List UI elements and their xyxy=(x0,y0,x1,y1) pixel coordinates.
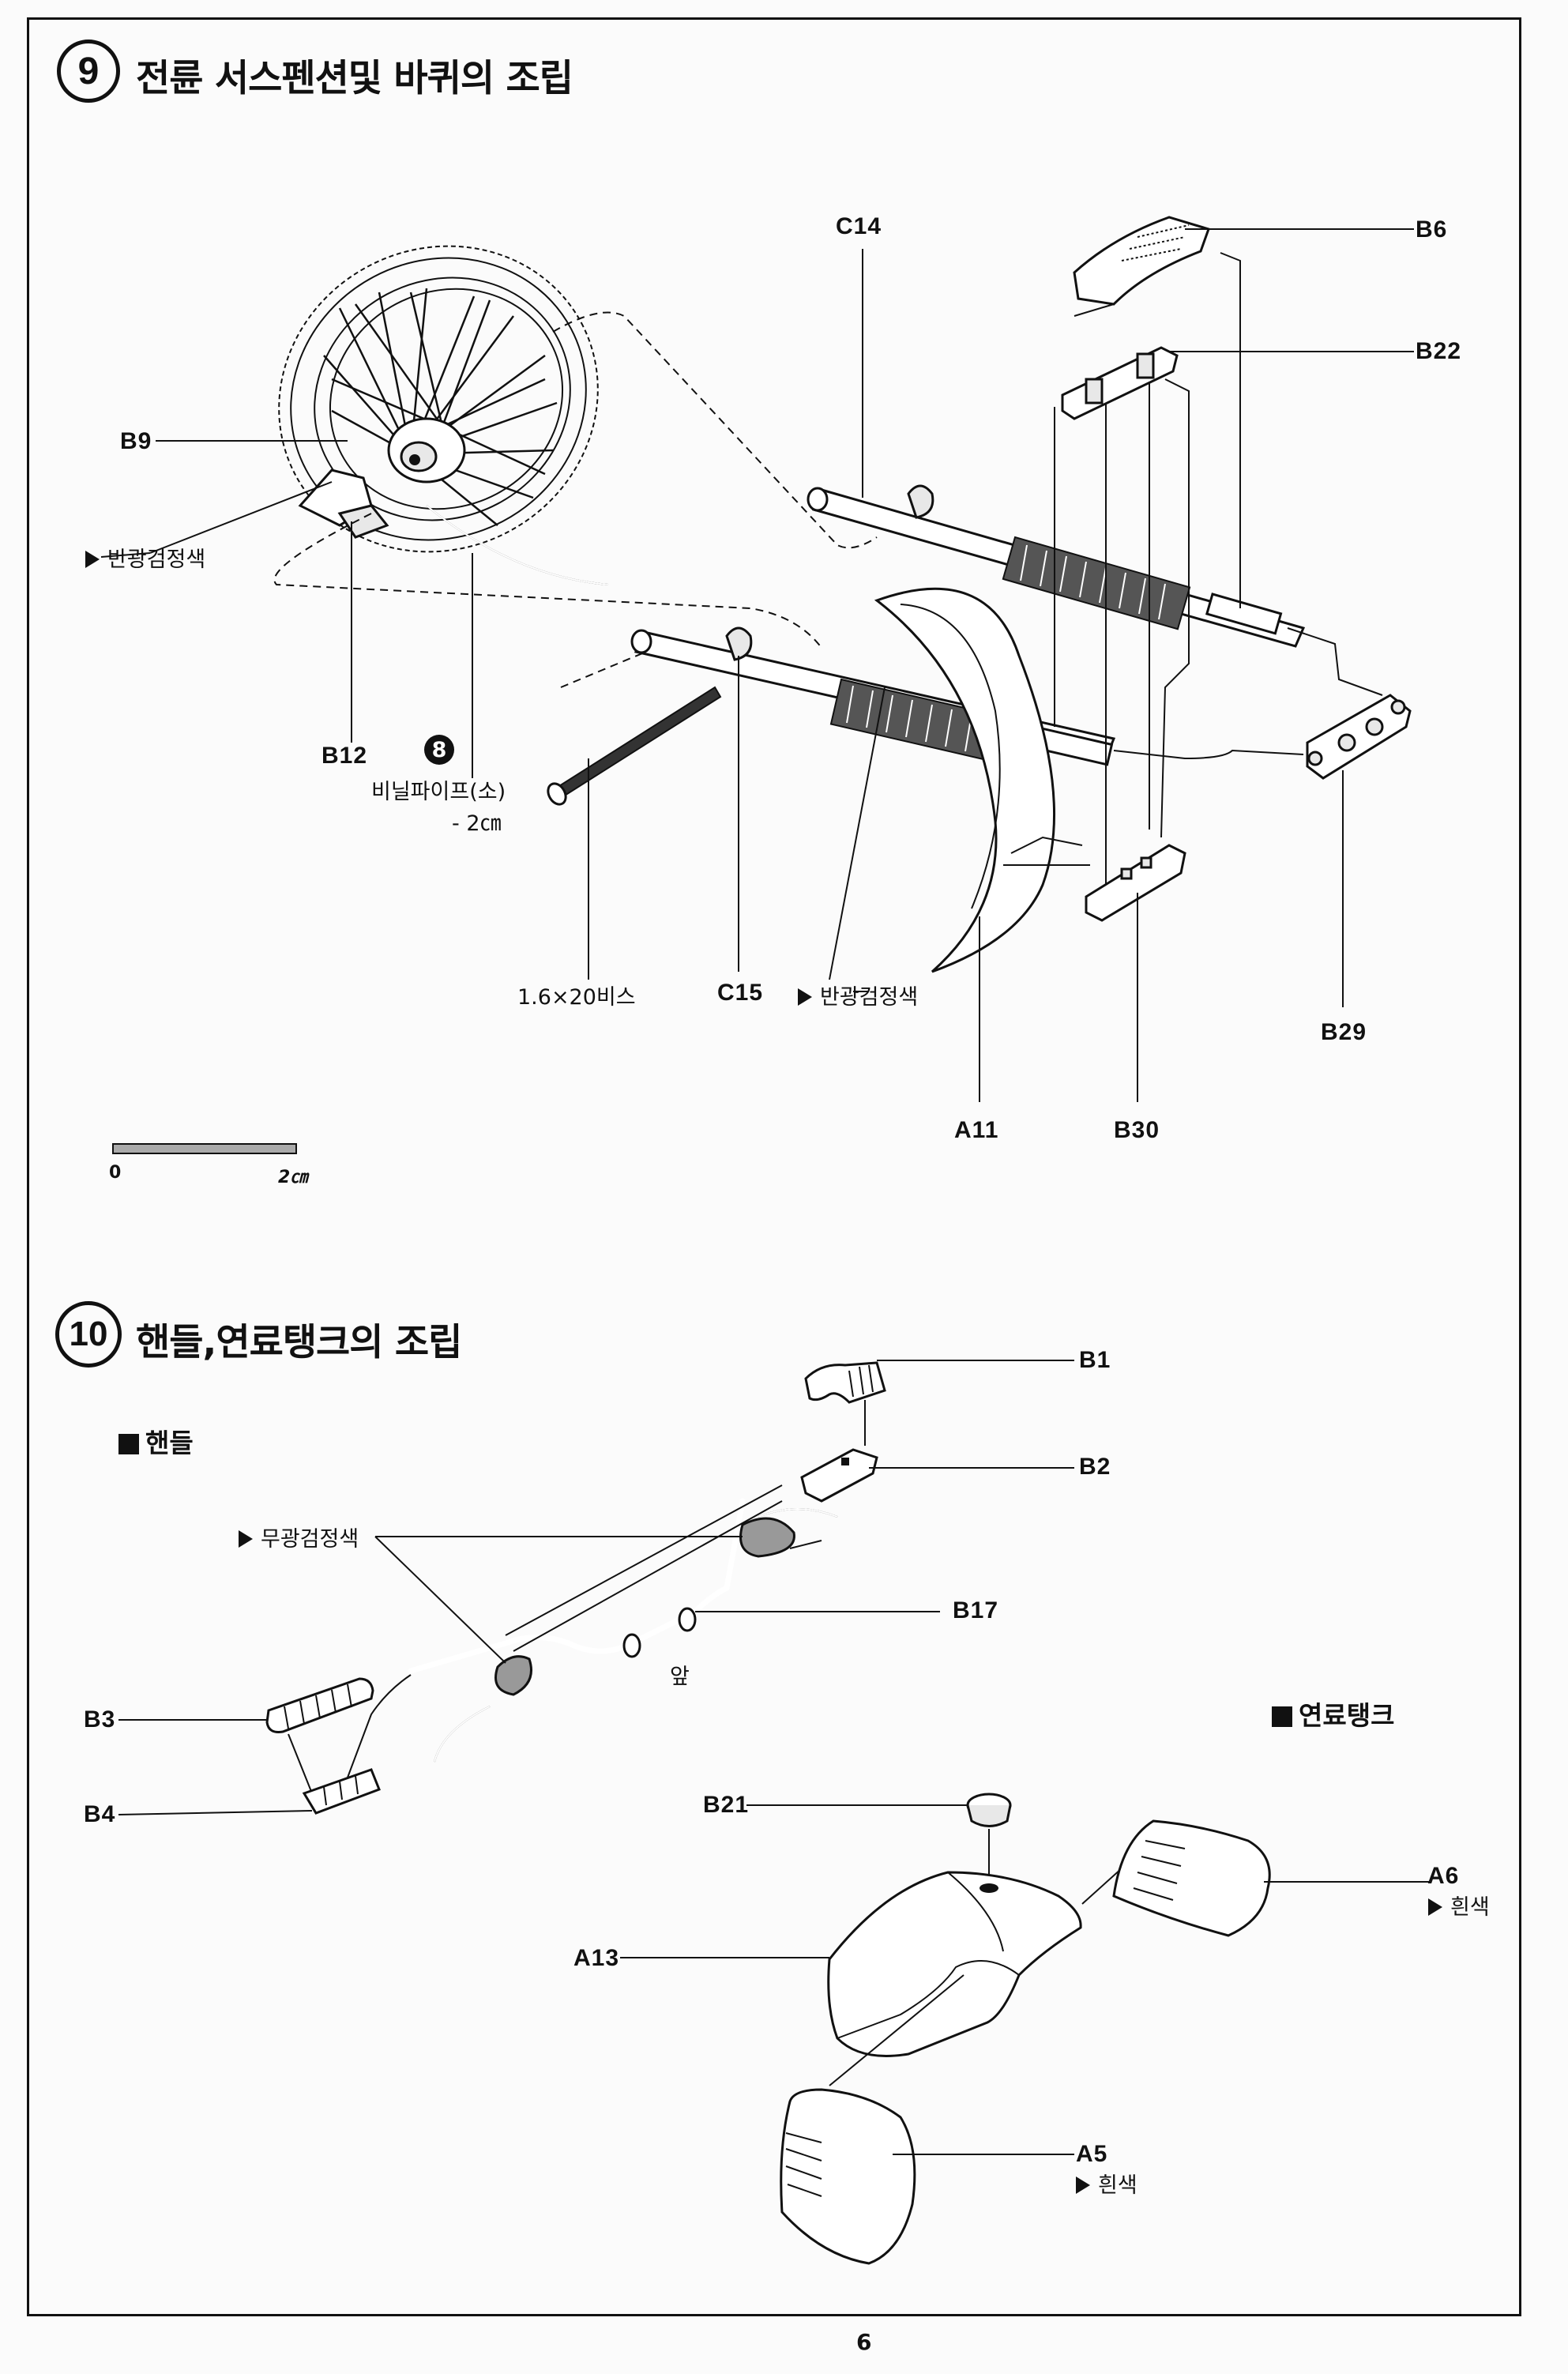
square-bullet-icon xyxy=(118,1434,139,1454)
label-b30: B30 xyxy=(1114,1117,1160,1143)
part-c14-drawing xyxy=(807,484,1306,648)
note-text: 흰색 xyxy=(1098,2173,1137,2198)
square-bullet-icon xyxy=(1272,1706,1292,1727)
page-frame xyxy=(27,17,1521,2316)
screw-drawing xyxy=(547,686,722,806)
label-a13: A13 xyxy=(573,1945,620,1971)
scale-two-cm: 2㎝ xyxy=(278,1168,308,1187)
label-b22: B22 xyxy=(1416,338,1462,364)
part-a11-drawing xyxy=(874,587,1055,973)
part-a13-drawing xyxy=(827,1871,1082,2057)
triangle-icon xyxy=(1428,1898,1442,1916)
triangle-icon xyxy=(85,551,100,568)
label-c14: C14 xyxy=(836,213,882,239)
note-white-a5: 흰색 xyxy=(1076,2168,1137,2199)
part-b4-drawing xyxy=(302,1768,381,1815)
section-fuel-tank: 연료탱크 xyxy=(1272,1695,1394,1733)
step-10-title: 핸들,연료탱크의 조립 xyxy=(136,1321,462,1364)
note-pipe-length: - 2㎝ xyxy=(452,811,502,836)
part-b1-drawing xyxy=(804,1361,886,1404)
part-b21-drawing xyxy=(966,1793,1012,1827)
section-handle: 핸들 xyxy=(118,1422,194,1460)
scale-zero: 0 xyxy=(109,1163,122,1183)
right-lever-drawing xyxy=(739,1508,838,1558)
label-b17: B17 xyxy=(953,1597,999,1623)
page-number: 6 xyxy=(856,2329,872,2355)
note-vinyl-pipe: 비닐파이프(소) xyxy=(371,780,506,804)
part-a5-drawing xyxy=(780,2088,916,2265)
part-b22-drawing xyxy=(1061,346,1179,420)
note-semi-gloss-black-left: 반광검정색 xyxy=(85,542,205,573)
label-b29: B29 xyxy=(1321,1019,1367,1045)
note-vinyl-pipe-number: 8 xyxy=(424,735,454,765)
part-b6-drawing xyxy=(1073,216,1210,306)
step-9-number: 9 xyxy=(57,40,120,103)
label-b2: B2 xyxy=(1079,1454,1111,1480)
triangle-icon xyxy=(798,988,812,1006)
label-b1: B1 xyxy=(1079,1347,1111,1373)
label-b9: B9 xyxy=(120,428,152,454)
step-9-title: 전륜 서스펜션및 바퀴의 조립 xyxy=(136,57,573,100)
label-b12: B12 xyxy=(321,743,368,769)
label-b6: B6 xyxy=(1416,216,1448,243)
section-handle-text: 핸들 xyxy=(145,1428,194,1458)
label-b3: B3 xyxy=(84,1706,116,1733)
note-text: 반광검정색 xyxy=(107,547,206,572)
note-matte-black: 무광검정색 xyxy=(239,1522,359,1552)
label-a6: A6 xyxy=(1427,1863,1460,1889)
note-text: 흰색 xyxy=(1450,1895,1490,1920)
part-b3-drawing xyxy=(265,1677,374,1733)
step-10-number: 10 xyxy=(55,1301,122,1368)
left-lever-drawing xyxy=(434,1655,532,1763)
note-text: 무광검정색 xyxy=(261,1527,359,1552)
fork-spring-upper xyxy=(1002,536,1191,630)
note-semi-gloss-black-fork: 반광검정색 xyxy=(798,980,918,1010)
part-b29-drawing xyxy=(1306,694,1412,780)
triangle-icon xyxy=(1076,2176,1090,2194)
note-text: 반광검정색 xyxy=(820,985,919,1010)
part-b2-drawing xyxy=(800,1448,878,1503)
label-b4: B4 xyxy=(84,1801,116,1827)
part-b30-drawing xyxy=(1085,844,1186,922)
front-wheel xyxy=(278,245,609,585)
note-screw: 1.6×20비스 xyxy=(517,985,636,1010)
pipe-number-badge: 8 xyxy=(424,735,454,765)
label-b21: B21 xyxy=(703,1792,750,1818)
part-b17-drawing xyxy=(408,1484,783,1674)
label-a5: A5 xyxy=(1076,2141,1108,2167)
label-c15: C15 xyxy=(717,980,764,1006)
section-fuel-tank-text: 연료탱크 xyxy=(1299,1700,1395,1731)
scale-bar xyxy=(112,1143,297,1154)
triangle-icon xyxy=(239,1530,253,1548)
part-a6-drawing xyxy=(1112,1819,1271,1937)
note-front: 앞 xyxy=(670,1665,690,1689)
note-white-a6: 흰색 xyxy=(1428,1890,1490,1921)
label-a11: A11 xyxy=(954,1117,999,1143)
